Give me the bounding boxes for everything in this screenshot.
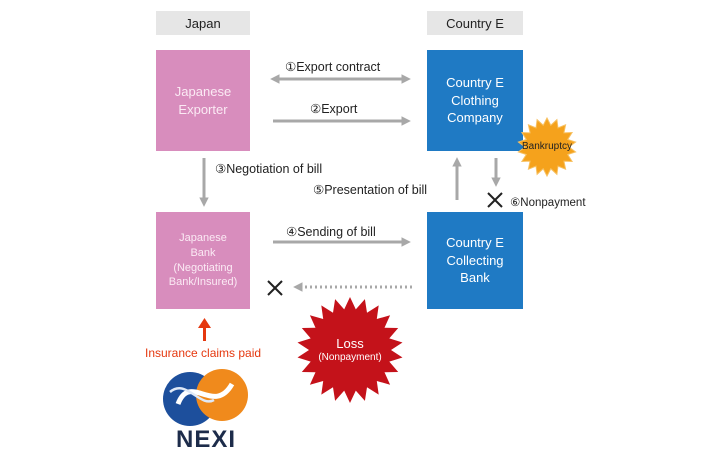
no-payment-cross-mark bbox=[267, 280, 283, 296]
collecting-bank-box: Country E Collecting Bank bbox=[427, 212, 523, 309]
japanese-bank-box: Japanese Bank (Negotiating Bank/Insured) bbox=[156, 212, 250, 309]
japan-header: Japan bbox=[156, 11, 250, 35]
clothing-company-box: Country E Clothing Company bbox=[427, 50, 523, 151]
loss-title: Loss bbox=[336, 336, 364, 351]
sending-bill-label: ④Sending of bill bbox=[286, 225, 376, 239]
nexi-logo-text: NEXI bbox=[175, 426, 236, 453]
bankruptcy-burst bbox=[517, 116, 577, 178]
loss-subtitle: (Nonpayment) bbox=[318, 352, 382, 363]
export-label: ②Export bbox=[310, 102, 358, 116]
nexi-logo bbox=[163, 369, 248, 426]
insurance-claims-label: Insurance claims paid bbox=[145, 346, 262, 360]
negotiation-label: ③Negotiation of bill bbox=[215, 162, 323, 176]
presentation-label: ⑤Presentation of bill bbox=[313, 183, 428, 197]
insurance-arrow bbox=[198, 318, 211, 341]
loss-burst bbox=[297, 297, 403, 403]
country-e-header: Country E bbox=[427, 11, 523, 35]
nonpayment-cross-mark bbox=[487, 192, 503, 208]
bankruptcy-label: Bankruptcy bbox=[521, 141, 573, 152]
export-contract-label: ①Export contract bbox=[285, 60, 381, 74]
japanese-exporter-box: Japanese Exporter bbox=[156, 50, 250, 151]
nonpayment-label: ⑥Nonpayment bbox=[510, 197, 586, 209]
